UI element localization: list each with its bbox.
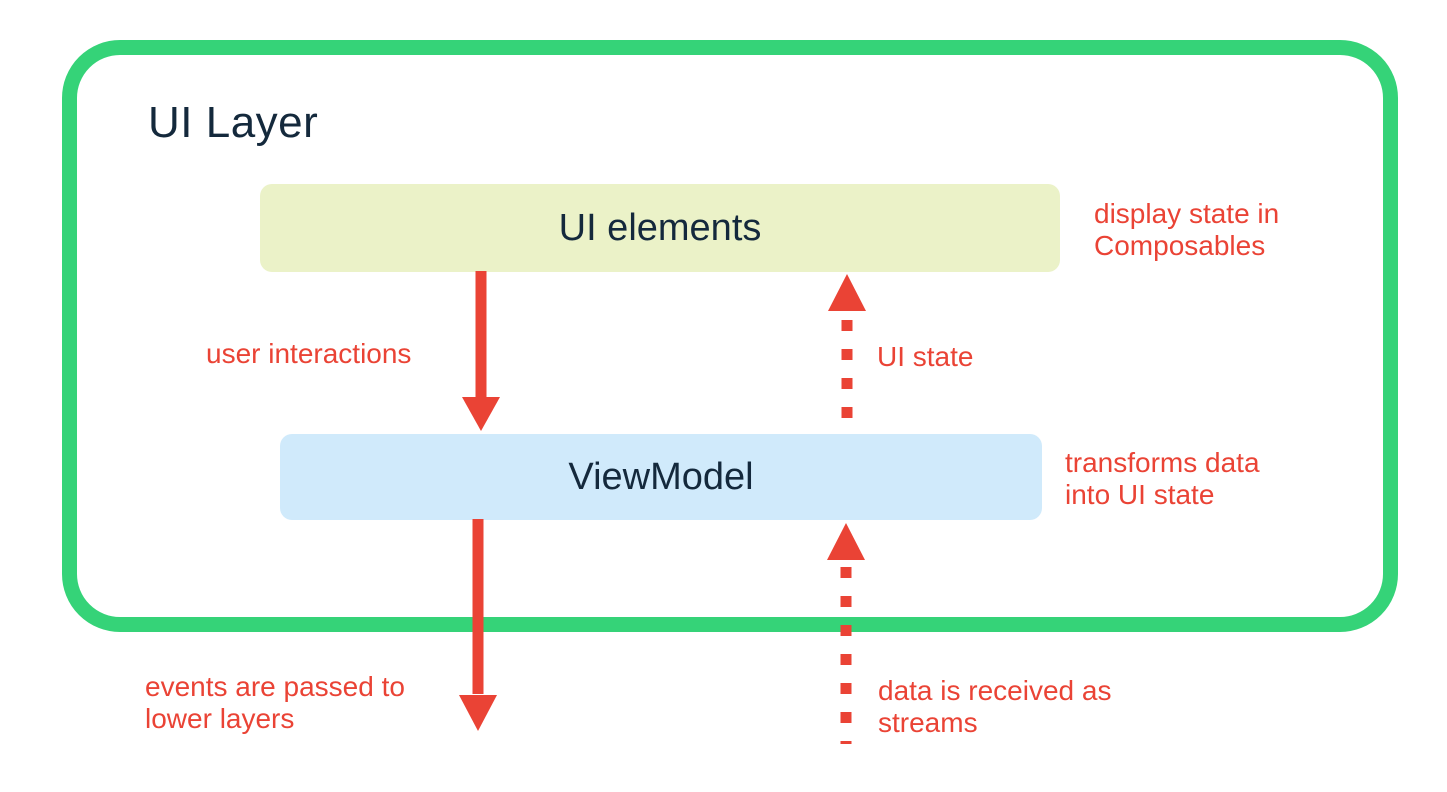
data-streams-label: data is received as streams — [878, 675, 1112, 738]
viewmodel-box: ViewModel — [280, 434, 1042, 520]
ui-elements-label: UI elements — [558, 206, 762, 249]
ui-state-label: UI state — [877, 341, 974, 372]
viewmodel-annotation: transforms data into UI state — [1065, 447, 1260, 510]
viewmodel-label: ViewModel — [568, 455, 754, 498]
ui-elements-annotation: display state in Composables — [1094, 198, 1280, 261]
arrowhead-down-icon — [459, 695, 497, 731]
ui-elements-box: UI elements — [260, 184, 1060, 272]
user-interactions-label: user interactions — [206, 338, 412, 369]
events-label: events are passed to lower layers — [145, 671, 405, 734]
ui-layer-container — [62, 40, 1398, 632]
ui-layer-title: UI Layer — [148, 98, 319, 147]
